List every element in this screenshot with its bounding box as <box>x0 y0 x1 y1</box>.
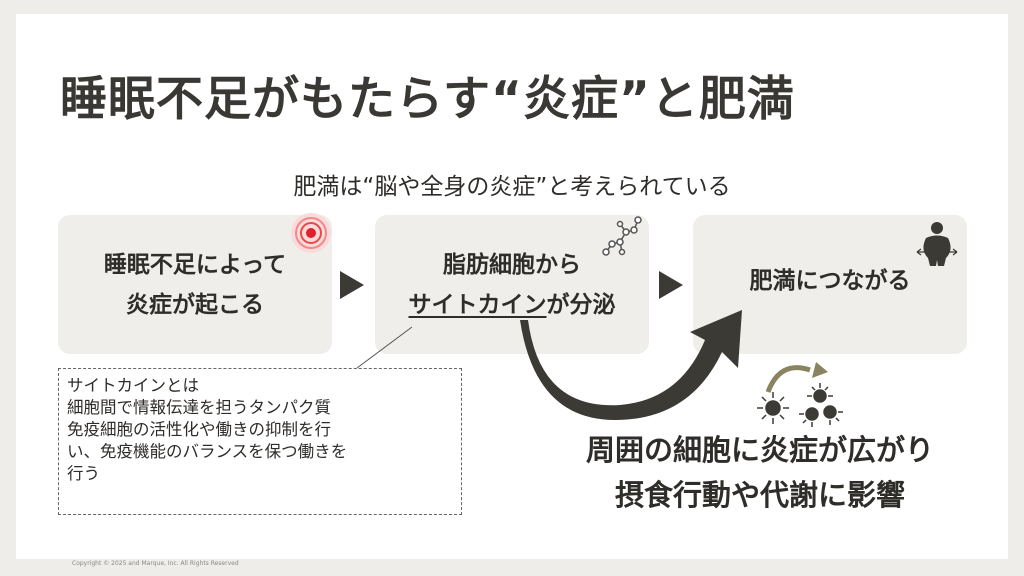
note-line: 行う <box>67 464 100 483</box>
step-text: 炎症が起こる <box>125 291 264 318</box>
cytokine-definition-note: サイトカインとは 細胞間で情報伝達を担うタンパク質 免疫細胞の活性化や働きの抑制… <box>58 368 462 515</box>
step-text: 睡眠不足によって <box>103 251 287 278</box>
arrow-right-icon <box>340 271 364 299</box>
obese-person-icon <box>916 222 958 266</box>
arrow-right-icon <box>659 271 683 299</box>
molecule-icon <box>602 216 642 256</box>
step-text: が分泌 <box>546 291 616 318</box>
cytokine-term: サイトカイン <box>408 291 547 318</box>
note-line: 細胞間で情報伝達を担うタンパク質 <box>67 398 331 417</box>
page-title: 睡眠不足がもたらす“炎症”と肥満 <box>60 72 795 127</box>
note-line: い、免疫機能のバランスを保つ働きを <box>67 442 348 461</box>
step-cytokine: 脂肪細胞からサイトカインが分泌 <box>375 215 649 354</box>
copyright: Copyright © 2025 and Marque, Inc. All Ri… <box>72 560 239 567</box>
result-line: 周囲の細胞に炎症が広がり <box>585 433 934 467</box>
result-text: 周囲の細胞に炎症が広がり 摂食行動や代謝に影響 <box>540 428 980 518</box>
step-sleep-deprivation: 睡眠不足によって炎症が起こる <box>58 215 332 354</box>
note-line: 免疫細胞の活性化や働きの抑制を行 <box>67 420 331 439</box>
note-line: サイトカインとは <box>67 376 199 395</box>
subtitle: 肥満は“脳や全身の炎症”と考えられている <box>293 174 731 200</box>
step-text: 脂肪細胞から <box>443 251 581 278</box>
step-text: 肥満につながる <box>749 267 911 294</box>
result-line: 摂食行動や代謝に影響 <box>614 478 905 512</box>
inflammation-target-icon <box>291 213 331 253</box>
